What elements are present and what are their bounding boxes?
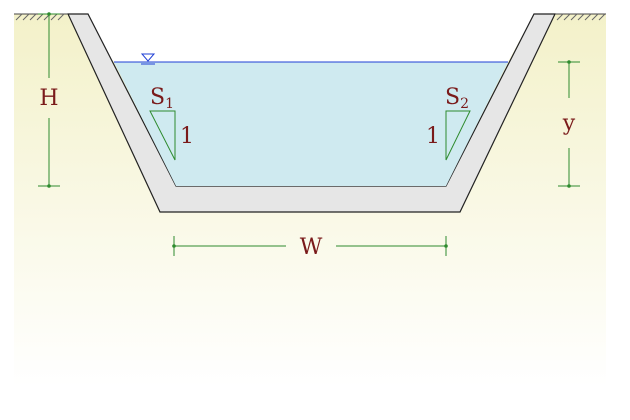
- slope-triangle-left: [149, 110, 176, 161]
- dimension-w: [172, 236, 448, 256]
- label-slope-right-unit: 1: [426, 124, 440, 149]
- label-h: H: [39, 86, 58, 111]
- label-y: y: [562, 111, 576, 136]
- dimension-h: [38, 12, 60, 188]
- hatch-icon: [555, 13, 606, 21]
- slope-triangle-right: [445, 110, 471, 161]
- inverted-triangle-icon: [140, 53, 156, 65]
- label-slope-right: S2: [445, 85, 469, 112]
- channel-lining: [67, 13, 556, 213]
- dimension-y: [558, 60, 580, 188]
- label-slope-left: S1: [150, 85, 174, 112]
- label-w: W: [300, 235, 323, 260]
- water-body: [114, 62, 508, 186]
- channel-air-space: [68, 14, 534, 62]
- label-slope-left-unit: 1: [180, 124, 194, 149]
